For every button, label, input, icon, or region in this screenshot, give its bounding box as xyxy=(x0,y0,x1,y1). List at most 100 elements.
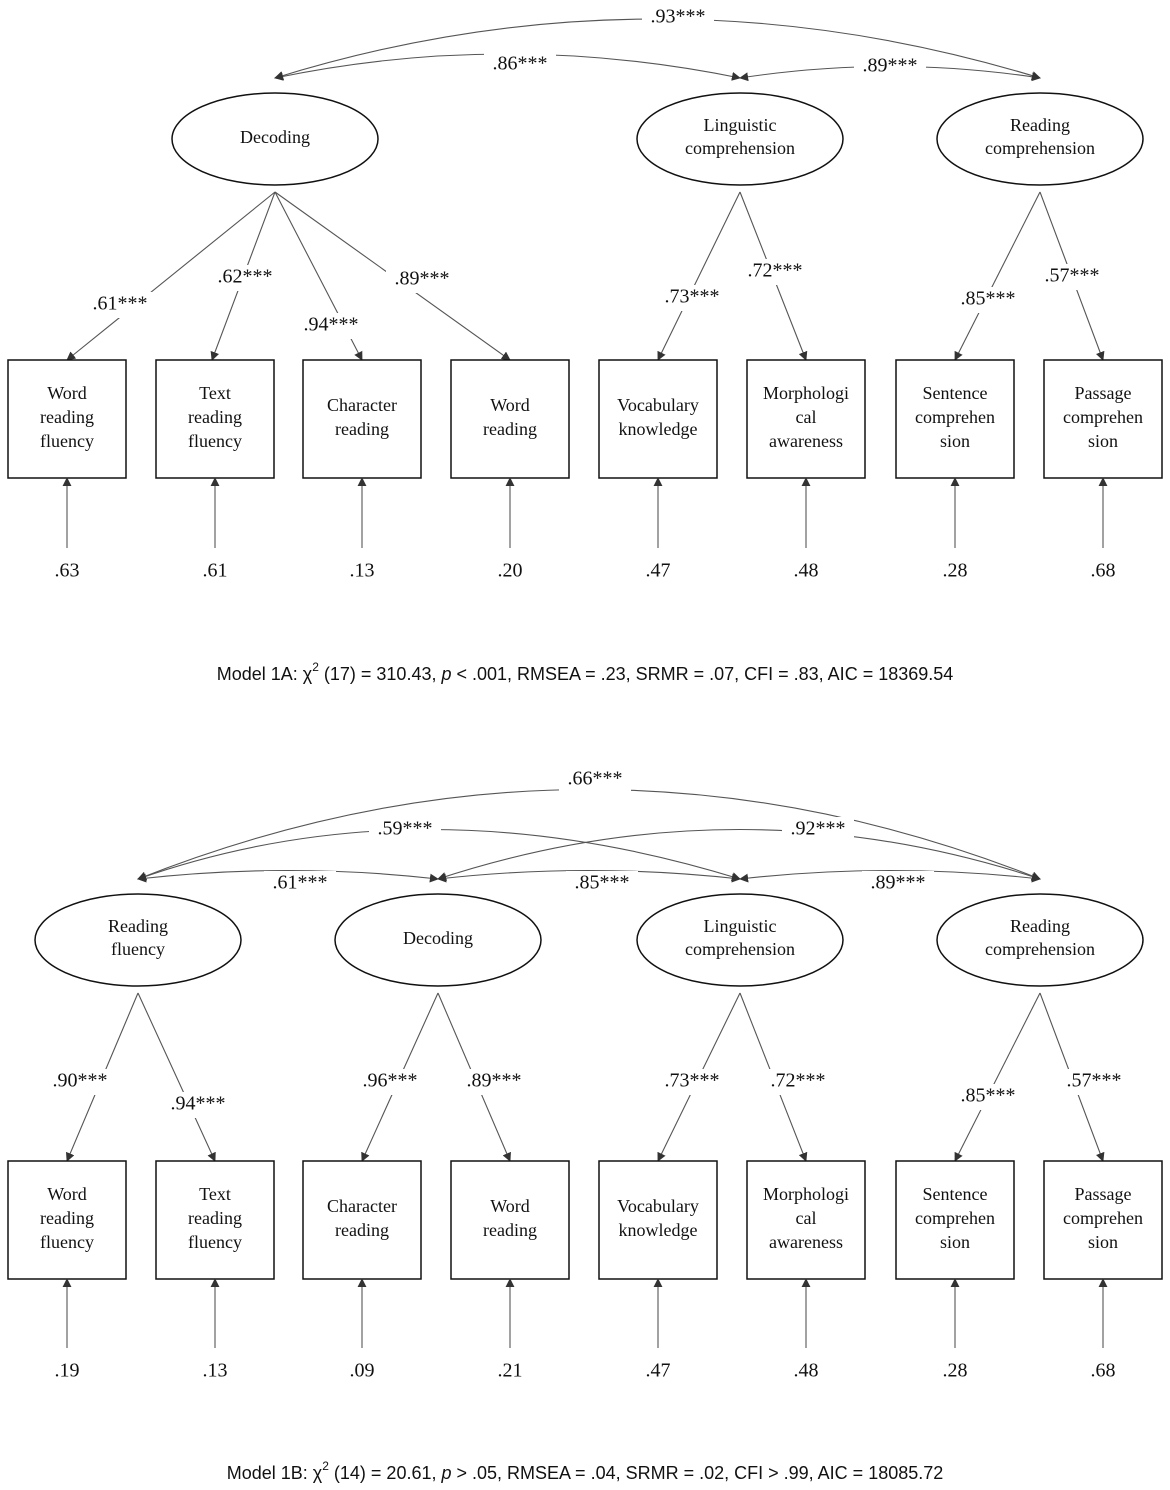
latent-label-ling: Linguistic xyxy=(704,916,777,936)
correlation-label-bg xyxy=(782,817,854,843)
indicator-label-wr: Word xyxy=(490,1196,530,1216)
loading-label-bg xyxy=(952,287,1024,313)
latent-label-dec: Decoding xyxy=(240,127,310,147)
loading-label-ling-ma: .72*** xyxy=(748,260,803,282)
indicator-label-trf: reading xyxy=(188,407,242,427)
loading-arrow-dec-wrf xyxy=(66,191,276,361)
indicator-label-pc: comprehen xyxy=(1063,407,1143,427)
error-variance-sc: .28 xyxy=(943,560,968,582)
error-variance-sc: .28 xyxy=(943,1360,968,1382)
latent-label-rc: Reading xyxy=(1010,916,1070,936)
indicator-label-trf: reading xyxy=(188,1208,242,1228)
loading-label-bg xyxy=(656,285,728,311)
correlation-label-bg xyxy=(862,871,934,897)
loading-label-bg xyxy=(209,265,281,291)
correlation-label-dec-rc: .92*** xyxy=(791,818,846,840)
loading-label-bg xyxy=(1058,1069,1130,1095)
loading-label-bg xyxy=(739,259,811,285)
indicator-label-wr: reading xyxy=(483,1220,537,1240)
indicator-box-wrf xyxy=(7,1160,127,1280)
indicator-label-trf: fluency xyxy=(188,431,242,451)
indicator-box-sc xyxy=(895,1160,1015,1280)
indicator-label-wr: Word xyxy=(490,395,530,415)
loading-label-ling-vk: .73*** xyxy=(665,286,720,308)
error-variance-cr: .09 xyxy=(350,1360,375,1382)
error-variance-ma: .48 xyxy=(794,1360,819,1382)
fit-statistics-1A: Model 1A: χ2 (17) = 310.43, p < .001, RM… xyxy=(217,660,954,684)
latent-label-ling: comprehension xyxy=(685,138,795,158)
indicator-label-vk: knowledge xyxy=(619,1220,698,1240)
loading-arrow-rc-sc xyxy=(954,191,1041,361)
indicator-label-sc: comprehen xyxy=(915,1208,995,1228)
indicator-label-trf: Text xyxy=(199,1184,231,1204)
correlation-arrow-dec-rc xyxy=(437,829,1041,881)
indicator-label-pc: Passage xyxy=(1075,1184,1132,1204)
indicator-box-ma xyxy=(746,359,866,479)
correlation-label-bg xyxy=(559,767,631,793)
latent-label-rf: Reading xyxy=(108,916,168,936)
loading-label-dec-wrf: .61*** xyxy=(93,293,148,315)
indicator-box-sc xyxy=(895,359,1015,479)
indicator-label-sc: Sentence xyxy=(923,383,988,403)
correlation-label-bg xyxy=(264,871,336,897)
latent-ellipse-rc xyxy=(936,893,1144,987)
indicator-label-cr: reading xyxy=(335,419,389,439)
indicator-label-wrf: fluency xyxy=(40,431,94,451)
loading-label-rc-sc: .85*** xyxy=(961,1085,1016,1107)
loading-label-bg xyxy=(762,1069,834,1095)
loading-label-bg xyxy=(656,1069,728,1095)
loading-label-bg xyxy=(44,1069,116,1095)
correlation-label-bg xyxy=(854,54,926,80)
error-variance-vk: .47 xyxy=(646,1360,671,1382)
loading-label-dec-trf: .62*** xyxy=(218,266,273,288)
indicator-box-pc xyxy=(1043,1160,1163,1280)
error-variance-pc: .68 xyxy=(1091,560,1116,582)
indicator-label-sc: sion xyxy=(940,1232,970,1252)
correlation-label-dec-ling: .86*** xyxy=(493,53,548,75)
latent-label-ling: Linguistic xyxy=(704,115,777,135)
indicator-box-wrf xyxy=(7,359,127,479)
indicator-label-wrf: Word xyxy=(47,1184,87,1204)
indicator-box-ma xyxy=(746,1160,866,1280)
error-variance-trf: .13 xyxy=(203,1360,228,1382)
loading-label-rc-pc: .57*** xyxy=(1067,1070,1122,1092)
correlation-label-bg xyxy=(566,871,638,897)
error-variance-pc: .68 xyxy=(1091,1360,1116,1382)
loading-label-dec-wr: .89*** xyxy=(395,268,450,290)
correlation-label-rf-dec: .61*** xyxy=(273,872,328,894)
latent-label-rc: comprehension xyxy=(985,939,1095,959)
error-variance-wrf: .19 xyxy=(55,1360,80,1382)
latent-label-rf: fluency xyxy=(111,939,165,959)
correlation-label-bg xyxy=(642,5,714,31)
indicator-box-cr xyxy=(302,359,422,479)
indicator-label-vk: knowledge xyxy=(619,419,698,439)
error-variance-trf: .61 xyxy=(203,560,228,582)
error-variance-vk: .47 xyxy=(646,560,671,582)
correlation-label-rf-rc: .66*** xyxy=(568,768,623,790)
loading-label-rf-trf: .94*** xyxy=(171,1093,226,1115)
indicator-box-wr xyxy=(450,359,570,479)
indicator-box-vk xyxy=(598,359,718,479)
loading-label-bg xyxy=(354,1069,426,1095)
indicator-label-cr: Character xyxy=(327,1196,397,1216)
error-variance-wr: .20 xyxy=(498,560,523,582)
error-variance-cr: .13 xyxy=(350,560,375,582)
indicator-label-pc: comprehen xyxy=(1063,1208,1143,1228)
error-variance-wrf: .63 xyxy=(55,560,80,582)
fit-statistics-1B: Model 1B: χ2 (14) = 20.61, p > .05, RMSE… xyxy=(227,1459,944,1483)
correlation-arrow-ling-rc xyxy=(739,869,1041,883)
loading-label-ling-vk: .73*** xyxy=(665,1070,720,1092)
indicator-box-trf xyxy=(155,359,275,479)
correlation-label-ling-rc: .89*** xyxy=(863,55,918,77)
loading-label-rc-sc: .85*** xyxy=(961,288,1016,310)
loading-label-rf-wrf: .90*** xyxy=(53,1070,108,1092)
latent-label-dec: Decoding xyxy=(403,928,473,948)
correlation-label-rf-ling: .59*** xyxy=(378,818,433,840)
model-1a-diagram: .93***.86***.89***.61***.62***.94***.89*… xyxy=(7,5,1163,684)
correlation-label-bg xyxy=(369,817,441,843)
indicator-label-wrf: Word xyxy=(47,383,87,403)
correlation-label-dec-rc: .93*** xyxy=(651,6,706,28)
loading-label-bg xyxy=(295,313,367,339)
indicator-label-cr: reading xyxy=(335,1220,389,1240)
